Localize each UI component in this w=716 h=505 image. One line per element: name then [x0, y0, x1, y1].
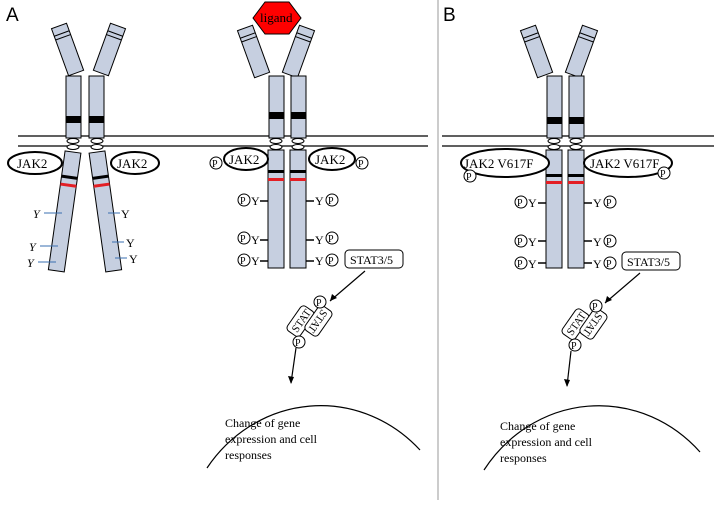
jak2-oval — [308, 147, 356, 171]
stat35-label: STAT3/5 — [627, 255, 670, 269]
phospho-label: P — [606, 198, 612, 209]
phospho-label: P — [316, 298, 322, 309]
jak2-mutant-label: JAK2 V617F — [590, 156, 659, 171]
tyrosine-label: Y — [29, 240, 37, 254]
jak2-label: JAK2 — [117, 156, 147, 171]
jak2-oval — [110, 151, 160, 175]
phospho-group-b: P P P Y P Y P Y Y P Y P Y P — [463, 166, 671, 271]
phospho-label: P — [240, 234, 246, 245]
phospho-label: P — [571, 341, 577, 352]
jak2-mutant-oval — [460, 148, 550, 178]
phospho-label: P — [240, 196, 246, 207]
jak2-oval — [7, 151, 63, 175]
tyrosine-label: Y — [251, 254, 260, 268]
jak2-label: JAK2 — [315, 152, 345, 167]
panel-b-label: B — [443, 5, 456, 26]
jak2-oval — [223, 147, 269, 171]
phospho-label: P — [606, 259, 612, 270]
arrow-stat-to-dimer — [604, 272, 641, 304]
tyrosine-label: Y — [315, 233, 324, 247]
panel-a-label: A — [6, 5, 19, 26]
tyrosine-label: Y — [593, 257, 602, 271]
tyrosine-label: Y — [528, 235, 537, 249]
tyrosine-label: Y — [528, 196, 537, 210]
stat35-box — [621, 251, 681, 271]
phospho-label: P — [358, 159, 364, 170]
receptor-arm-right — [92, 22, 127, 77]
phospho-label: P — [517, 259, 523, 270]
tyrosine-label: Y — [126, 236, 135, 250]
nucleus — [206, 405, 421, 469]
phospho-label: P — [328, 234, 334, 245]
receptor-inactive: Y Y Y Y Y Y — [27, 22, 138, 273]
receptor-mutant — [519, 24, 599, 269]
ligand: ligand — [252, 1, 302, 35]
gene-text-line1: Change of gene — [500, 419, 575, 433]
receptor-active — [236, 24, 316, 269]
tyrosine-label: Y — [27, 256, 35, 270]
tyrosine-label: Y — [251, 233, 260, 247]
phospho-label: P — [592, 302, 598, 313]
phospho-label: P — [517, 237, 523, 248]
stat35-box — [344, 249, 404, 269]
jak2-label: JAK2 — [229, 152, 259, 167]
jak2-mutant-oval — [583, 148, 673, 178]
cell-membrane-a — [18, 135, 428, 147]
tyrosine-label: Y — [593, 235, 602, 249]
phospho-label: P — [466, 172, 472, 183]
gene-text-line2: expression and cell — [500, 435, 593, 449]
tyrosine-label: Y — [121, 207, 130, 221]
stat35-label: STAT3/5 — [350, 253, 393, 267]
phospho-label: P — [660, 169, 666, 180]
tyrosine-label: Y — [593, 196, 602, 210]
phospho-label: P — [295, 338, 301, 349]
phospho-label: P — [240, 256, 246, 267]
gene-text-line1: Change of gene — [225, 416, 300, 430]
stat-dimer: STAT STAT P P — [286, 295, 333, 349]
nucleus — [483, 405, 701, 471]
phospho-group-a: P P P Y P Y P Y Y P Y P Y P — [209, 156, 369, 268]
phospho-label: P — [517, 198, 523, 209]
receptor-arm-left — [50, 22, 85, 77]
tyrosine-label: Y — [33, 207, 41, 221]
tyrosine-label: Y — [129, 252, 138, 266]
jak2-label: JAK2 — [17, 156, 47, 171]
phospho-label: P — [328, 196, 334, 207]
gene-text-line3: responses — [500, 451, 547, 465]
tyrosine-label: Y — [251, 194, 260, 208]
jak2-mutant-label: JAK2 V617F — [464, 156, 533, 171]
tyrosine-label: Y — [528, 257, 537, 271]
tyrosine-label: Y — [315, 194, 324, 208]
gene-text-line2: expression and cell — [225, 432, 318, 446]
tyrosine-label: Y — [315, 254, 324, 268]
gene-text-line3: responses — [225, 448, 272, 462]
phospho-label: P — [606, 237, 612, 248]
ligand-label: ligand — [260, 10, 293, 25]
stat-dimer: STAT STAT P P — [561, 299, 608, 352]
phospho-label: P — [212, 159, 218, 170]
phospho-label: P — [328, 256, 334, 267]
arrow-stat-to-dimer — [329, 270, 366, 302]
